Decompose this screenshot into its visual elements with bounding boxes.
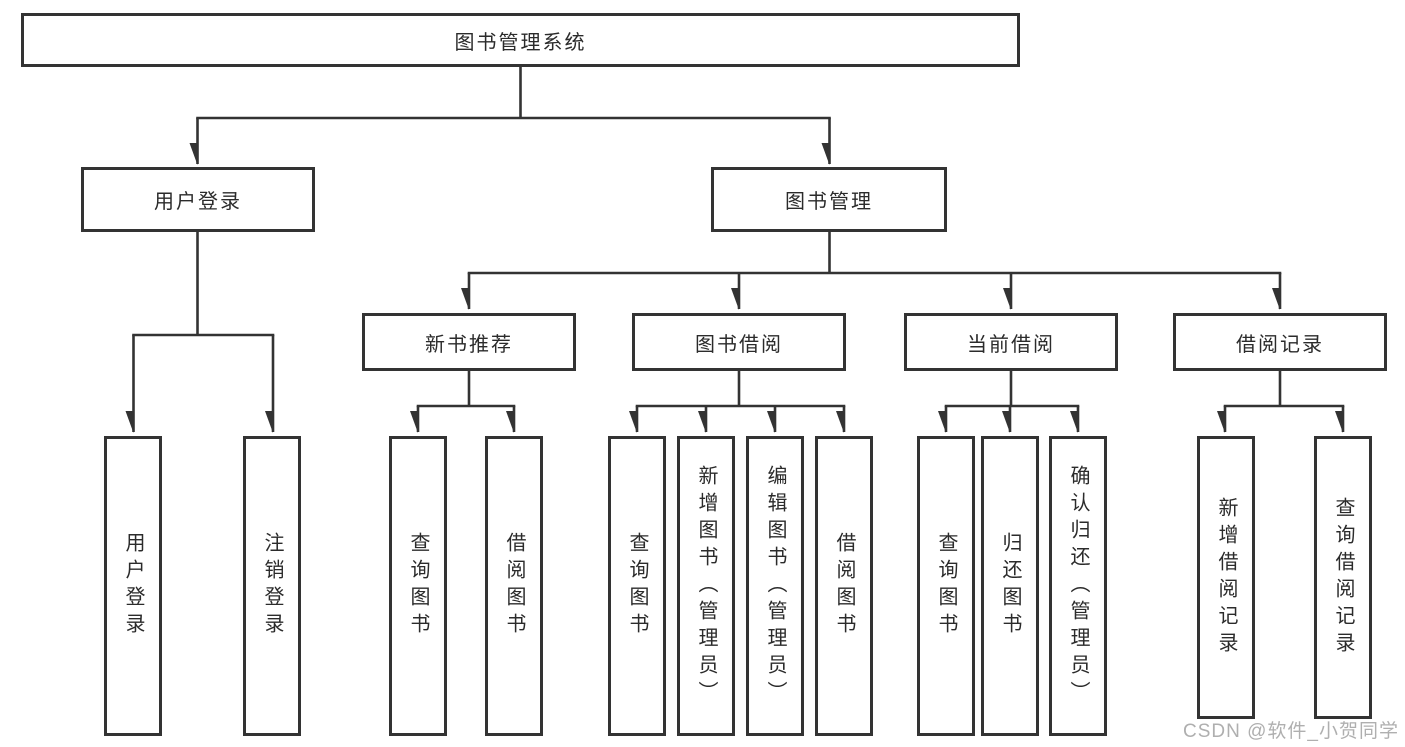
leaf-confirm-return-admin: 确认归还（管理员） xyxy=(1049,436,1107,736)
node-new-book-recommend: 新书推荐 xyxy=(362,313,576,371)
node-user-login-label: 用户登录 xyxy=(154,191,242,213)
leaf-borrow-books-recommend: 借阅图书 xyxy=(485,436,543,736)
leaf-borrow-books: 借阅图书 xyxy=(815,436,873,736)
node-book-borrow: 图书借阅 xyxy=(632,313,846,371)
leaf-edit-books-admin-label: 编辑图书（管理员） xyxy=(764,464,786,708)
leaf-confirm-return-admin-label: 确认归还（管理员） xyxy=(1067,464,1089,708)
leaf-query-books-current: 查询图书 xyxy=(917,436,975,736)
leaf-query-books-recommend: 查询图书 xyxy=(389,436,447,736)
leaf-query-books-borrow: 查询图书 xyxy=(608,436,666,736)
leaf-query-borrow-record-label: 查询借阅记录 xyxy=(1332,496,1354,659)
node-borrow-records: 借阅记录 xyxy=(1173,313,1387,371)
leaf-user-login: 用户登录 xyxy=(104,436,162,736)
node-user-login: 用户登录 xyxy=(81,167,315,232)
leaf-query-borrow-record: 查询借阅记录 xyxy=(1314,436,1372,719)
leaf-borrow-books-recommend-label: 借阅图书 xyxy=(503,532,525,640)
leaf-add-books-admin-label: 新增图书（管理员） xyxy=(695,464,717,708)
node-borrow-records-label: 借阅记录 xyxy=(1236,333,1324,356)
csdn-watermark: CSDN @软件_小贺同学 xyxy=(1183,721,1399,742)
node-book-borrow-label: 图书借阅 xyxy=(695,333,783,356)
leaf-user-login-label: 用户登录 xyxy=(122,532,144,640)
root-box-library-management-system: 图书管理系统 xyxy=(21,13,1020,67)
root-label: 图书管理系统 xyxy=(454,31,587,54)
leaf-add-borrow-record: 新增借阅记录 xyxy=(1197,436,1255,719)
node-current-borrow-label: 当前借阅 xyxy=(967,333,1055,356)
leaf-logout: 注销登录 xyxy=(243,436,301,736)
leaf-query-books-recommend-label: 查询图书 xyxy=(407,532,429,640)
node-book-management: 图书管理 xyxy=(711,167,947,232)
leaf-edit-books-admin: 编辑图书（管理员） xyxy=(746,436,804,736)
leaf-add-books-admin: 新增图书（管理员） xyxy=(677,436,735,736)
node-book-management-label: 图书管理 xyxy=(785,191,873,213)
node-new-book-recommend-label: 新书推荐 xyxy=(425,333,513,356)
leaf-return-books-label: 归还图书 xyxy=(999,532,1021,640)
node-current-borrow: 当前借阅 xyxy=(904,313,1118,371)
leaf-logout-label: 注销登录 xyxy=(261,532,283,640)
leaf-query-books-current-label: 查询图书 xyxy=(935,532,957,640)
leaf-return-books: 归还图书 xyxy=(981,436,1039,736)
leaf-add-borrow-record-label: 新增借阅记录 xyxy=(1215,496,1237,659)
leaf-query-books-borrow-label: 查询图书 xyxy=(626,532,648,640)
leaf-borrow-books-label: 借阅图书 xyxy=(833,532,855,640)
